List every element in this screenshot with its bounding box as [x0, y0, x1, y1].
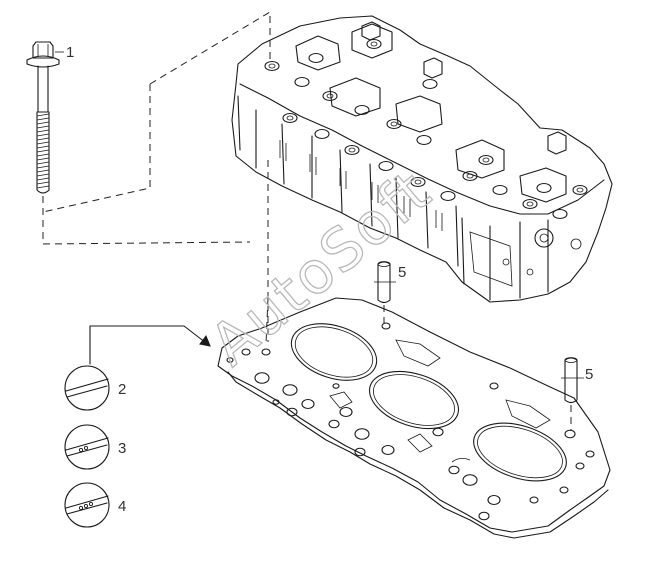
callout-label-gasket_variant_b: 3	[118, 440, 126, 457]
gasket-variant-disc-a	[64, 365, 110, 411]
cylinder-head-bolt	[26, 41, 60, 194]
cylinder-head	[231, 15, 613, 303]
callout-label-dowel-right: 5	[585, 366, 593, 383]
dowel-pin-right	[561, 357, 584, 430]
variant-leader-arrow	[89, 325, 211, 365]
callout-label-gasket_variant_a: 2	[118, 381, 126, 398]
autosoft-watermark: AutoSoft	[197, 156, 444, 379]
head-alignment-dashed-line	[265, 160, 269, 345]
gasket-variant-disc-b	[64, 424, 110, 470]
bolt-alignment-dashed-line	[42, 11, 271, 245]
callout-label-bolt: 1	[66, 44, 74, 61]
gasket-variant-disc-c	[64, 482, 110, 528]
callout-label-gasket_variant_c: 4	[118, 498, 126, 515]
callout-label-dowel-left: 5	[398, 264, 406, 281]
cylinder-head-gasket	[217, 297, 611, 539]
dowel-pin-left	[374, 261, 396, 324]
